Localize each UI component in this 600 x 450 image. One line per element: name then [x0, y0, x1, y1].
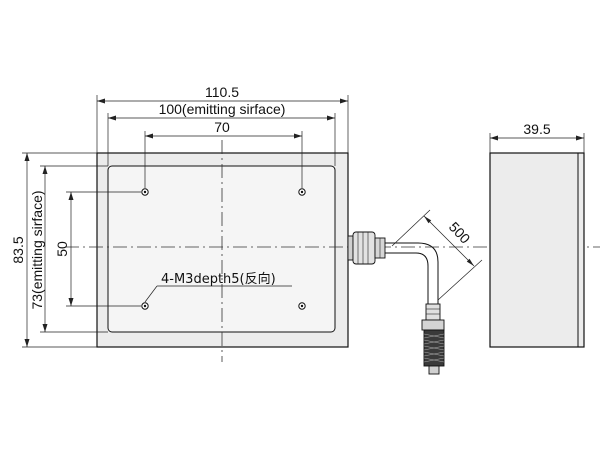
dimension-overall-width: 110.5: [96, 84, 349, 153]
side-thickness-label: 39.5: [523, 121, 550, 137]
cable-length-label: 500: [446, 219, 474, 247]
mounting-hole: [141, 302, 149, 310]
emitting-width-label: 100(emitting sirface): [159, 101, 286, 117]
dimension-emitting-width: 100(emitting sirface): [107, 101, 336, 166]
front-view: 4-M3depth5(反向): [65, 140, 600, 362]
dimension-emitting-height: 73(emitting sirface): [29, 165, 108, 333]
side-housing: [489, 152, 585, 348]
emitting-surface: [107, 165, 336, 333]
dimension-side-thickness: 39.5: [489, 121, 585, 153]
cable: [385, 242, 439, 306]
side-view: [489, 152, 585, 348]
mounting-hole: [298, 188, 306, 196]
hole-spacing-y-label: 50: [54, 241, 70, 257]
hole-note-leader: [144, 285, 158, 303]
cable-gland: [347, 231, 386, 265]
hole-note: 4-M3depth5(反向): [161, 271, 276, 287]
emitting-height-label: 73(emitting sirface): [29, 190, 45, 309]
dimension-hole-spacing-y: 50: [54, 191, 141, 307]
cable-connector: [421, 303, 445, 375]
mounting-hole: [141, 188, 149, 196]
dimension-hole-spacing-x: 70: [144, 119, 303, 188]
overall-width-label: 110.5: [205, 84, 239, 100]
overall-height-label: 83.5: [10, 236, 26, 263]
hole-spacing-x-label: 70: [214, 119, 230, 135]
mounting-hole: [298, 302, 306, 310]
dimension-overall-height: 83.5: [10, 152, 97, 348]
